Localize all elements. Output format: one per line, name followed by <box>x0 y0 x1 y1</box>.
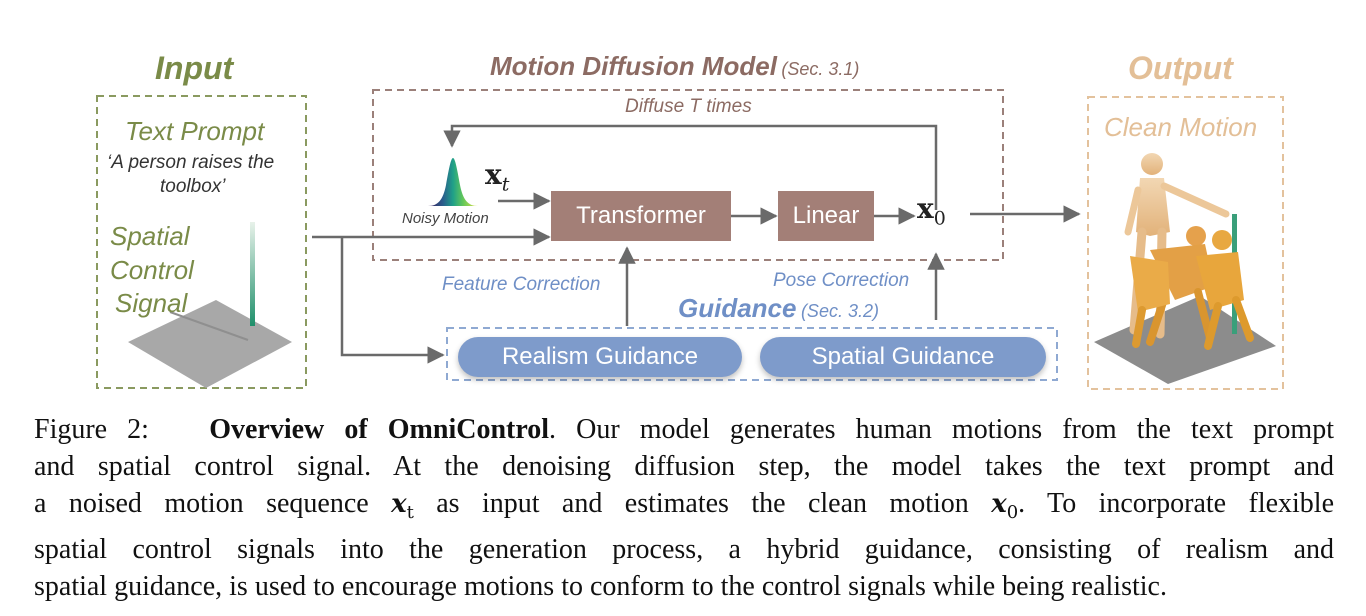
diffuse-loop-label: Diffuse T times <box>625 96 752 117</box>
control-trajectory <box>169 311 249 341</box>
clean-motion-label: Clean Motion <box>1104 112 1258 142</box>
pose-correction-label: Pose Correction <box>773 270 910 291</box>
diffuse-loop-arrow <box>443 124 938 210</box>
caption-title: Overview of OmniControl <box>209 414 550 445</box>
control-pole <box>250 222 255 326</box>
spatial-label-line3: Signal <box>115 288 188 318</box>
prompt-text-line1: ‘A person raises the <box>107 152 275 173</box>
diffusion-box <box>372 89 1004 261</box>
feature-correction-label: Feature Correction <box>442 274 601 295</box>
output-heading: Output <box>1128 50 1233 86</box>
output-box <box>1087 96 1284 390</box>
text-prompt-label: Text Prompt <box>125 116 265 146</box>
clean-motion-illustration <box>1094 153 1276 384</box>
spatial-label-line1: Spatial <box>110 221 190 251</box>
caption-line-4: spatial control signals into the generat… <box>34 534 1334 566</box>
caption-line-5: spatial guidance, is used to encourage m… <box>34 571 1167 603</box>
diffusion-title: Motion Diffusion Model <box>490 51 777 81</box>
guidance-section-ref: (Sec. 3.2) <box>800 301 879 321</box>
x0-symbol: x0 <box>917 192 946 230</box>
guidance-title: Guidance <box>678 293 797 323</box>
noisy-motion-gaussian <box>428 158 478 206</box>
caption-line-3: a noised motion sequence xt as input and… <box>34 488 1335 524</box>
caption-line-2: and spatial control signal. At the denoi… <box>34 451 1334 482</box>
input-to-guidance-arrow <box>340 237 445 364</box>
input-box <box>96 95 307 389</box>
spatial-guidance-pill: Spatial Guidance <box>760 337 1046 377</box>
xt-symbol: xt <box>485 158 510 196</box>
prompt-text-line2: toolbox’ <box>160 176 226 197</box>
guidance-box <box>446 327 1058 381</box>
diagram-graphics <box>96 89 1284 390</box>
diffusion-section-ref: (Sec. 3.1) <box>781 59 860 79</box>
caption-xt: xt <box>391 489 414 524</box>
input-heading: Input <box>155 50 234 86</box>
caption-x0: x0 <box>991 489 1019 524</box>
figure-label: Figure 2: <box>34 414 149 445</box>
diffusion-heading: Motion Diffusion Model (Sec. 3.1) <box>490 51 859 82</box>
figure-caption: Figure 2: Overview of OmniControl. Our m… <box>34 411 1334 605</box>
caption-line-1: Figure 2: Overview of OmniControl. Our m… <box>34 414 1334 445</box>
linear-block: Linear <box>778 191 874 241</box>
overview-figure: Input Text Prompt ‘A person raises the t… <box>96 50 1284 390</box>
realism-guidance-pill: Realism Guidance <box>458 337 742 377</box>
spatial-label-line2: Control <box>110 255 194 285</box>
transformer-block: Transformer <box>551 191 731 241</box>
noisy-motion-label: Noisy Motion <box>402 210 489 227</box>
guidance-heading: Guidance (Sec. 3.2) <box>678 293 879 324</box>
